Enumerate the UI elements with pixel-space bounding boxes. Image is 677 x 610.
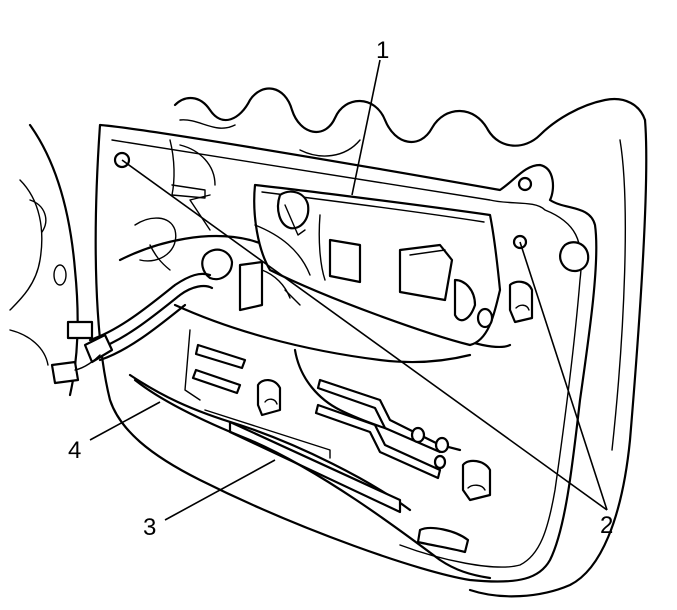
lower-trim-details — [128, 280, 534, 580]
leader-4 — [89, 401, 161, 441]
leader-1 — [351, 59, 381, 196]
callout-2: 2 — [600, 512, 613, 539]
callout-labels: 1 2 3 4 — [68, 37, 613, 541]
callout-4: 4 — [68, 437, 81, 464]
leader-2b — [519, 241, 608, 511]
leader-2a — [121, 159, 608, 511]
callout-3: 3 — [143, 514, 156, 541]
door-trim-panel — [94, 123, 598, 583]
handle-bracket — [201, 248, 301, 312]
switch-bezel-assembly — [253, 183, 502, 347]
wiring-harness — [50, 244, 214, 385]
leader-3 — [164, 459, 276, 521]
callout-1: 1 — [376, 37, 389, 64]
door-inner-frame — [173, 87, 648, 598]
vehicle-body-left — [9, 123, 79, 397]
leader-lines — [89, 59, 608, 521]
